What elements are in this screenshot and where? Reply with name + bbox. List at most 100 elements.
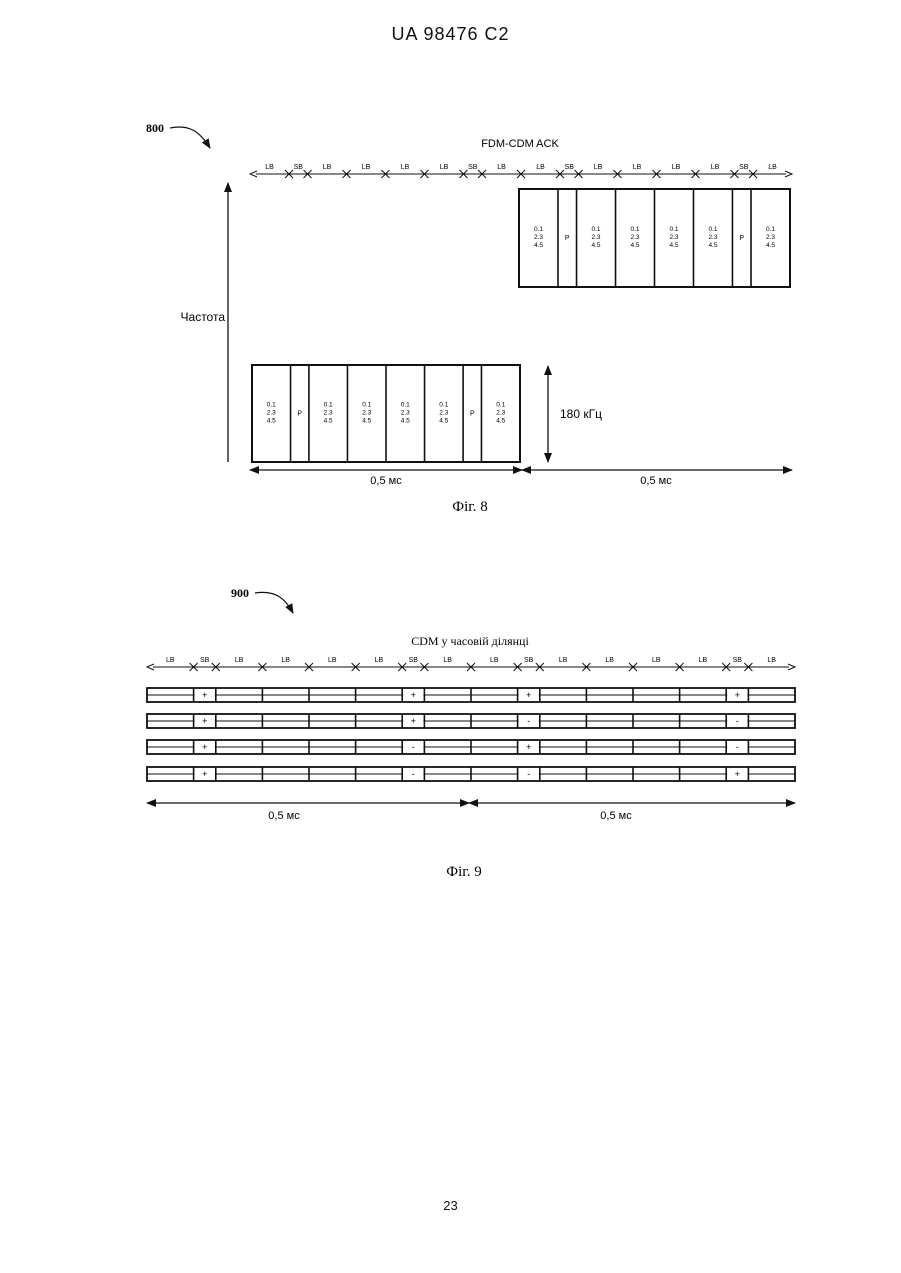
cell-code-text: 2.3 xyxy=(401,410,410,417)
bandwidth-label: 180 кГц xyxy=(560,407,602,421)
cell-code-text: 4.5 xyxy=(324,418,333,425)
cell-code-text: 2.3 xyxy=(362,410,371,417)
pilot-cell: P xyxy=(739,235,744,242)
fig8-caption: Фіг. 8 xyxy=(452,499,487,515)
fig8-ref: 800 xyxy=(146,121,164,135)
fig8-high-band: 0.12.34.5P0.12.34.50.12.34.50.12.34.50.1… xyxy=(519,189,790,287)
axis-start-arrow xyxy=(147,664,154,670)
segment-label: LB xyxy=(497,164,506,171)
segment-label: LB xyxy=(328,657,337,664)
segment-label: LB xyxy=(443,657,452,664)
sign-label: + xyxy=(526,690,531,700)
cell-code-text: 2.3 xyxy=(496,410,505,417)
cell-code-text: 0.1 xyxy=(708,226,717,233)
segment-label: LB xyxy=(767,657,776,664)
cell-code-text: 0.1 xyxy=(324,402,333,409)
segment-label: LB xyxy=(265,164,274,171)
segment-label: LB xyxy=(711,164,720,171)
segment-label: LB xyxy=(699,657,708,664)
pilot-cell: P xyxy=(297,411,302,418)
sign-label: - xyxy=(412,742,415,752)
segment-label: SB xyxy=(733,657,743,664)
segment-label: LB xyxy=(536,164,545,171)
cell-code-text: 4.5 xyxy=(592,242,601,249)
cell-code-text: 2.3 xyxy=(534,234,543,241)
cell-code-text: 4.5 xyxy=(669,242,678,249)
segment-label: LB xyxy=(362,164,371,171)
segment-label: SB xyxy=(200,657,210,664)
cell-code-text: 2.3 xyxy=(439,410,448,417)
segment-label: LB xyxy=(166,657,175,664)
segment-label: SB xyxy=(565,164,575,171)
cell-code-text: 0.1 xyxy=(496,402,505,409)
segment-label: SB xyxy=(468,164,478,171)
segment-label: LB xyxy=(633,164,642,171)
cell-code-text: 2.3 xyxy=(592,234,601,241)
segment-label: LB xyxy=(375,657,384,664)
sign-label: + xyxy=(202,690,207,700)
cell-code-text: 0.1 xyxy=(592,226,601,233)
cell-code-text: 4.5 xyxy=(362,418,371,425)
fig8-segment-axis: LB SB LB LB LB LB SB LB LB SB LB LB LB LB SB LB xyxy=(250,164,792,178)
sign-label: - xyxy=(527,769,530,779)
cell-code-text: 0.1 xyxy=(267,402,276,409)
cell-code-text: 2.3 xyxy=(630,234,639,241)
segment-label: SB xyxy=(409,657,419,664)
segment-label: LB xyxy=(605,657,614,664)
fig9-caption: Фіг. 9 xyxy=(446,864,481,880)
segment-label: LB xyxy=(559,657,568,664)
segment-label: LB xyxy=(768,164,777,171)
fig9-duration-1: 0,5 мс xyxy=(268,810,300,822)
segment-label: SB xyxy=(294,164,304,171)
fig9-ref: 900 xyxy=(231,586,249,600)
segment-label: LB xyxy=(323,164,332,171)
fig9-title: CDM у часовій ділянці xyxy=(411,634,529,648)
segment-label: LB xyxy=(401,164,410,171)
pilot-cell: P xyxy=(470,411,475,418)
pilot-cell: P xyxy=(565,235,570,242)
segment-label: LB xyxy=(594,164,603,171)
cell-code-text: 4.5 xyxy=(766,242,775,249)
axis-end-arrow xyxy=(785,171,792,177)
sign-label: - xyxy=(736,716,739,726)
cell-code-text: 2.3 xyxy=(766,234,775,241)
sign-label: - xyxy=(412,769,415,779)
frequency-label: Частота xyxy=(181,310,226,324)
segment-label: LB xyxy=(235,657,244,664)
cell-code-text: 0.1 xyxy=(534,226,543,233)
fig8-ref-arrow xyxy=(170,127,210,148)
sign-label: + xyxy=(411,716,416,726)
fig8-title: FDM-CDM ACK xyxy=(481,138,559,150)
cell-code-text: 4.5 xyxy=(708,242,717,249)
figure-8: 800 FDM-CDM ACK LBSBLBLBLBLBSBLBLBSBLBLB… xyxy=(0,0,901,530)
cell-code-text: 2.3 xyxy=(324,410,333,417)
cell-code-text: 2.3 xyxy=(708,234,717,241)
cell-code-text: 0.1 xyxy=(766,226,775,233)
cell-code-text: 4.5 xyxy=(534,242,543,249)
fig9-segment-axis: LBSBLBLBLBLBSBLBLBSBLBLBLBLBSBLB xyxy=(147,657,795,671)
cell-code-text: 0.1 xyxy=(669,226,678,233)
page-number: 23 xyxy=(0,1198,901,1213)
sign-label: + xyxy=(735,769,740,779)
cell-code-text: 4.5 xyxy=(439,418,448,425)
sign-label: - xyxy=(736,742,739,752)
segment-label: LB xyxy=(672,164,681,171)
sign-label: + xyxy=(202,742,207,752)
segment-label: LB xyxy=(440,164,449,171)
sign-label: + xyxy=(202,769,207,779)
segment-label: LB xyxy=(490,657,499,664)
fig8-duration-1: 0,5 мс xyxy=(370,475,402,487)
segment-label: SB xyxy=(739,164,749,171)
axis-start-arrow xyxy=(250,171,257,177)
sign-label: - xyxy=(527,716,530,726)
fig8-duration-2: 0,5 мс xyxy=(640,475,672,487)
sign-label: + xyxy=(411,690,416,700)
segment-label: LB xyxy=(652,657,661,664)
cell-code-text: 4.5 xyxy=(401,418,410,425)
segment-label: SB xyxy=(524,657,534,664)
cell-code-text: 4.5 xyxy=(496,418,505,425)
figure-9: 900 CDM у часовій ділянці LB SB LB LB LB LB SB… xyxy=(0,570,901,890)
cell-code-text: 0.1 xyxy=(401,402,410,409)
sign-label: + xyxy=(735,690,740,700)
cell-code-text: 4.5 xyxy=(267,418,276,425)
